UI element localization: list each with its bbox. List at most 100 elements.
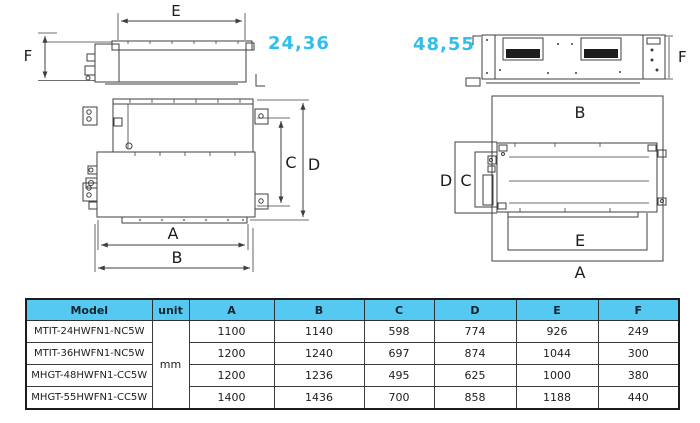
value-cell: 1100 bbox=[188, 320, 275, 343]
pipe-stub bbox=[487, 155, 497, 165]
hanger-bracket bbox=[647, 144, 657, 152]
hanger-bracket bbox=[498, 144, 508, 152]
pipe-stub bbox=[86, 53, 96, 62]
value-cell: 598 bbox=[363, 320, 435, 343]
table-row: MHGT-48HWFN1-CC5W 1200 1236 495 625 1000… bbox=[25, 364, 680, 387]
table-row: MTIT-24HWFN1-NC5W mm 1100 1140 598 774 9… bbox=[25, 320, 680, 410]
unit-top-flange bbox=[111, 40, 253, 51]
hanger-bracket bbox=[497, 202, 507, 210]
bottom-flange bbox=[507, 211, 639, 218]
table-header-row: Model unit A B C D E F bbox=[25, 298, 680, 321]
access-panel bbox=[482, 174, 494, 206]
capacity-label-48-55: 48,55 bbox=[413, 34, 475, 55]
dim-label-d: D bbox=[440, 171, 452, 190]
value-cell: 858 bbox=[433, 386, 517, 410]
pipe-stub bbox=[87, 165, 98, 175]
terminal-box bbox=[646, 37, 661, 45]
value-cell: 495 bbox=[363, 364, 435, 387]
hanger-bracket bbox=[657, 197, 667, 206]
hanger-bracket bbox=[657, 149, 667, 158]
value-cell: 1236 bbox=[273, 364, 365, 387]
dim-label-e: E bbox=[171, 2, 180, 20]
value-cell: 625 bbox=[433, 364, 517, 387]
plan-view-48-55: B A D C E bbox=[440, 95, 667, 282]
value-cell: 380 bbox=[597, 364, 680, 387]
col-header-f: F bbox=[597, 298, 680, 321]
hanger-bracket bbox=[82, 106, 98, 126]
dim-label-f: F bbox=[24, 47, 33, 65]
value-cell: 1200 bbox=[188, 364, 275, 387]
dim-label-c: C bbox=[285, 153, 296, 172]
col-header-b: B bbox=[273, 298, 365, 321]
col-header-a: A bbox=[188, 298, 275, 321]
value-cell: 1240 bbox=[273, 342, 365, 365]
unit-body bbox=[496, 142, 658, 213]
value-cell: 1140 bbox=[273, 320, 365, 343]
value-cell: 774 bbox=[433, 320, 517, 343]
hanger-bracket bbox=[245, 42, 255, 51]
col-header-d: D bbox=[433, 298, 517, 321]
corner-bracket bbox=[255, 74, 265, 87]
unit-cell: mm bbox=[151, 320, 190, 410]
dim-box-e bbox=[507, 213, 648, 251]
hanger-hook bbox=[472, 35, 481, 45]
unit-lower-body bbox=[96, 151, 256, 218]
col-header-model: Model bbox=[25, 298, 153, 321]
air-grille-filter bbox=[584, 49, 618, 58]
plan-view-24-36: C D A B bbox=[82, 98, 320, 272]
table-row: MTIT-36HWFN1-NC5W 1200 1240 697 874 1044… bbox=[25, 342, 680, 365]
top-flange bbox=[112, 98, 254, 105]
col-header-unit: unit bbox=[151, 298, 190, 321]
table-row: MHGT-55HWFN1-CC5W 1400 1436 700 858 1188… bbox=[25, 386, 680, 410]
dim-label-f: F bbox=[678, 48, 687, 66]
value-cell: 1400 bbox=[188, 386, 275, 410]
value-cell: 1436 bbox=[273, 386, 365, 410]
dim-label-e: E bbox=[575, 231, 585, 250]
unit-body bbox=[481, 34, 666, 80]
value-cell: 300 bbox=[597, 342, 680, 365]
hanger-bracket bbox=[82, 182, 98, 202]
model-cell: MTIT-24HWFN1-NC5W bbox=[25, 320, 153, 343]
unit-left-cap bbox=[94, 43, 120, 83]
dim-box-c bbox=[474, 151, 497, 208]
value-cell: 249 bbox=[597, 320, 680, 343]
capacity-label-24-36: 24,36 bbox=[268, 33, 330, 54]
col-header-e: E bbox=[515, 298, 599, 321]
drawings-canvas: E F 24,36 48,55 bbox=[24, 2, 687, 282]
value-cell: 874 bbox=[433, 342, 517, 365]
dim-label-a: A bbox=[575, 263, 586, 282]
value-cell: 697 bbox=[363, 342, 435, 365]
air-grille bbox=[580, 37, 622, 61]
model-cell: MTIT-36HWFN1-NC5W bbox=[25, 342, 153, 365]
envelope-a-b bbox=[491, 95, 664, 262]
value-cell: 1200 bbox=[188, 342, 275, 365]
pipe-stub bbox=[85, 177, 98, 189]
inner-box bbox=[113, 117, 123, 127]
dim-box-d bbox=[454, 141, 497, 214]
pipe-stub bbox=[88, 201, 98, 210]
dimensions-table: Model unit A B C D E F MTIT-24HWFN1-NC5W… bbox=[25, 298, 680, 410]
value-cell: 1044 bbox=[515, 342, 599, 365]
air-grille bbox=[502, 37, 544, 61]
value-cell: 1188 bbox=[515, 386, 599, 410]
unit-body bbox=[118, 49, 247, 83]
unit-upper-body bbox=[112, 103, 254, 153]
hanger-bracket bbox=[254, 193, 269, 210]
dim-label-d: D bbox=[308, 155, 320, 174]
hanger-bracket bbox=[254, 108, 269, 125]
bottom-flange bbox=[121, 216, 248, 224]
pipe-stub bbox=[487, 165, 496, 173]
top-view-48-55: 48,55 F bbox=[413, 34, 687, 87]
dim-label-a: A bbox=[168, 224, 179, 243]
value-cell: 1000 bbox=[515, 364, 599, 387]
dim-label-b: B bbox=[575, 103, 586, 122]
col-header-c: C bbox=[363, 298, 435, 321]
model-cell: MHGT-55HWFN1-CC5W bbox=[25, 386, 153, 410]
value-cell: 700 bbox=[363, 386, 435, 410]
value-cell: 926 bbox=[515, 320, 599, 343]
foot-bracket bbox=[465, 77, 481, 87]
dim-label-b: B bbox=[172, 248, 183, 267]
pipe-stub bbox=[84, 65, 96, 76]
model-cell: MHGT-48HWFN1-CC5W bbox=[25, 364, 153, 387]
